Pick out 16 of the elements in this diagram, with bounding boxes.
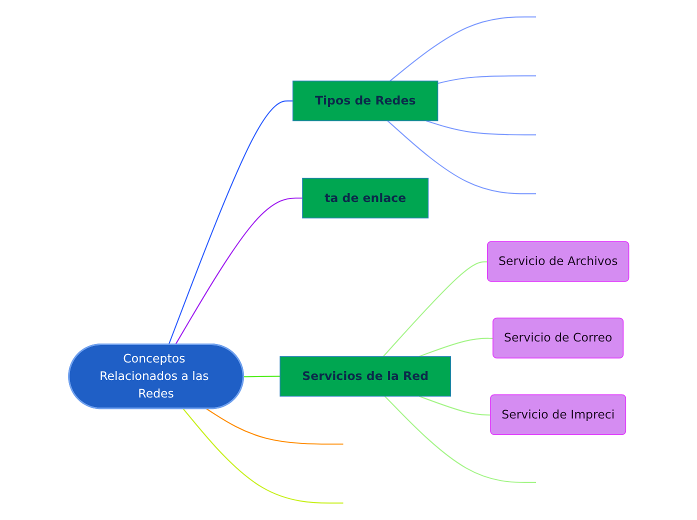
node-box: ta de enlace	[302, 178, 428, 218]
node-box: Tipos de Redes	[292, 80, 438, 122]
connector	[206, 408, 343, 445]
connector	[243, 376, 280, 378]
connector	[418, 396, 491, 416]
connector	[426, 120, 536, 136]
connector	[168, 100, 293, 345]
connector	[437, 75, 536, 84]
connector	[382, 261, 488, 357]
connector	[389, 16, 536, 82]
connector	[384, 396, 536, 483]
connector	[418, 338, 494, 357]
node-box: Servicios de la Red	[279, 356, 451, 397]
connector	[182, 408, 343, 504]
connector	[174, 198, 302, 345]
connector	[386, 120, 536, 194]
